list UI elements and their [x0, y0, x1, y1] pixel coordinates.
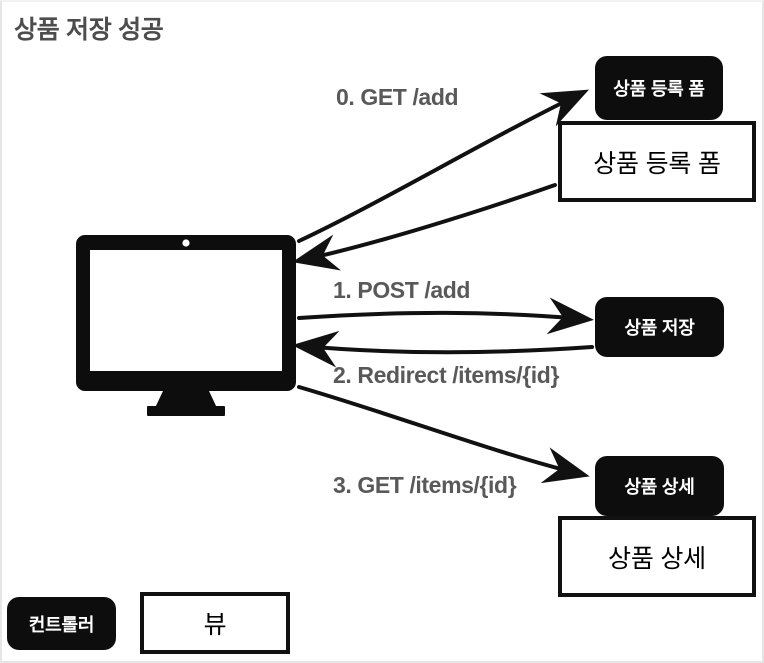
edge-label-step-3: 3. GET /items/{id}: [333, 472, 517, 498]
view-node-detail[interactable]: 상품 상세: [558, 516, 756, 597]
arrow-step-0-response: [292, 183, 557, 271]
controller-node-form-label: 상품 등록 폼: [613, 79, 705, 99]
arrow-step-3: [297, 385, 590, 484]
legend-controller-label: 컨트롤러: [28, 614, 95, 635]
legend-view-label: 뷰: [203, 611, 227, 639]
controller-node-form[interactable]: 상품 등록 폼: [595, 56, 723, 120]
view-node-detail-label: 상품 상세: [608, 544, 706, 573]
desktop-monitor-icon: [76, 235, 296, 416]
page-title: 상품 저장 성공: [14, 16, 164, 44]
edge-label-step-0: 0. GET /add: [336, 84, 459, 110]
view-node-form-label: 상품 등록 폼: [593, 149, 721, 178]
arrow-step-0: [297, 89, 589, 243]
edge-label-step-2: 2. Redirect /items/{id}: [333, 362, 559, 388]
controller-node-save-label: 상품 저장: [624, 318, 695, 338]
arrow-step-2: [292, 330, 594, 368]
view-node-form[interactable]: 상품 등록 폼: [558, 121, 756, 202]
legend-controller-swatch: 컨트롤러: [7, 597, 116, 650]
edge-label-step-1: 1. POST /add: [333, 277, 471, 303]
controller-node-detail[interactable]: 상품 상세: [595, 456, 724, 516]
controller-node-save[interactable]: 상품 저장: [595, 297, 724, 357]
controller-node-detail-label: 상품 상세: [624, 477, 695, 497]
legend-view-swatch: 뷰: [140, 592, 290, 654]
arrow-step-1: [297, 297, 594, 335]
